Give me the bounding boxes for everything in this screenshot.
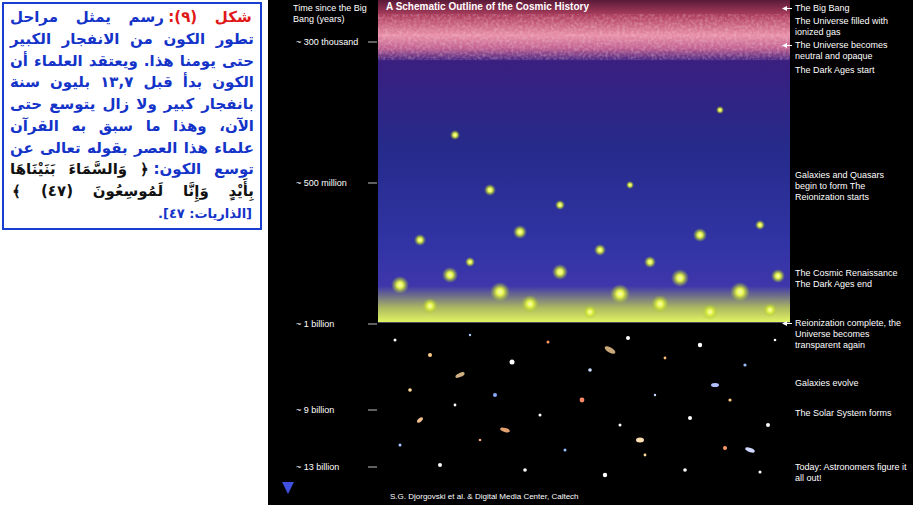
figure-title: A Schematic Outline of the Cosmic Histor… <box>386 1 589 12</box>
axis-value: ~ 9 billion <box>296 405 366 416</box>
stage-label: The Solar System forms <box>795 408 907 419</box>
stage-label: The Dark Ages start <box>795 65 907 76</box>
credit-text: S.G. Djorgovski et al. & Digital Media C… <box>390 492 690 502</box>
axis-value: ~ 300 thousand <box>296 37 366 48</box>
verse-reference: [الذاريات: ٤٧]. <box>158 206 252 221</box>
axis-value: ~ 500 million <box>296 178 366 189</box>
caption-text: رسم يمثل مراحل تطور الكون من الانفجار ال… <box>10 8 254 178</box>
stage-label: Today: Astronomers figure it all out! <box>795 462 907 484</box>
stage-label: Galaxies evolve <box>795 378 907 389</box>
figure-number: شكل (٩): <box>168 8 251 26</box>
stage-label: The Universe becomes neutral and opaque <box>795 40 907 62</box>
stage-label: The Cosmic Renaissance The Dark Ages end <box>795 268 907 290</box>
caption-box: شكل (٩):رسم يمثل مراحل تطور الكون من الا… <box>2 2 262 230</box>
stage-label: Galaxies and Quasars begin to form The R… <box>795 170 907 203</box>
axis-title: Time since the Big Bang (years) <box>293 3 377 25</box>
stage-label: Reionization complete, the Universe beco… <box>795 318 907 351</box>
axis-value: ~ 1 billion <box>296 319 366 330</box>
axis-value: ~ 13 billion <box>296 462 366 473</box>
stage-label: The Big Bang <box>795 3 907 14</box>
stage-label: The Universe filled with ionized gas <box>795 16 907 38</box>
